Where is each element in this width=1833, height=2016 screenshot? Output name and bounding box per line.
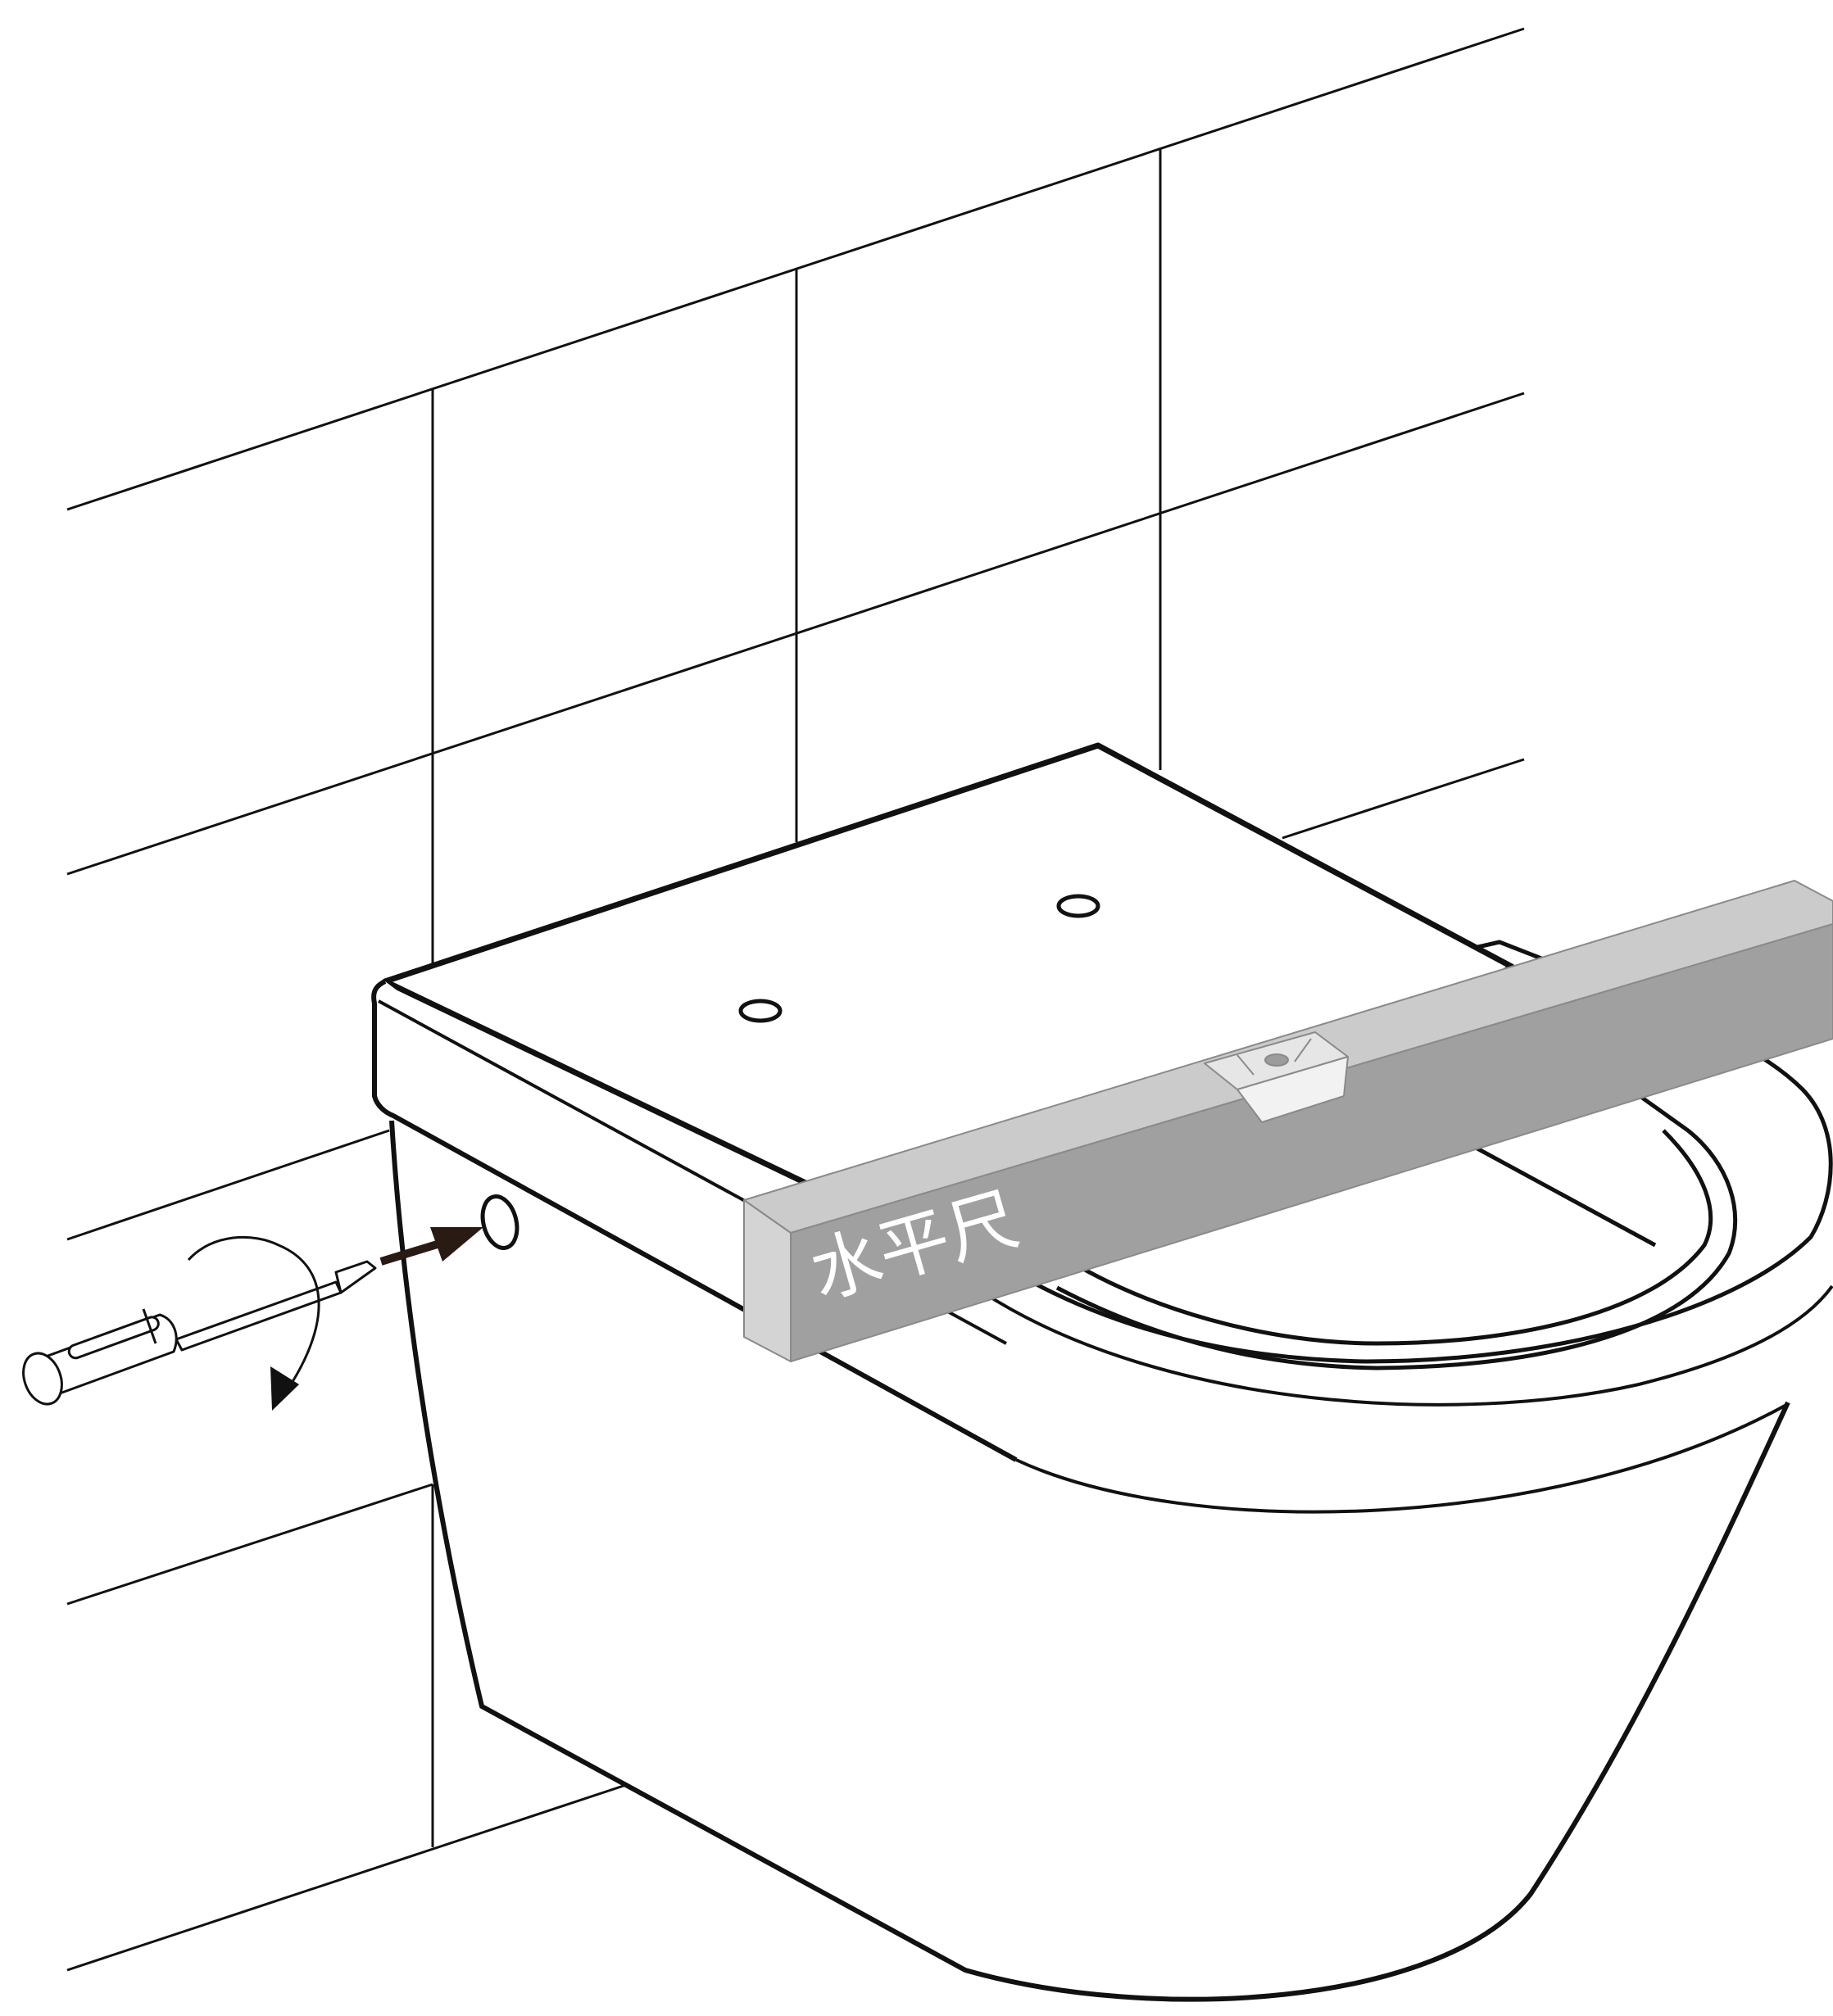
mounting-hole <box>738 999 783 1023</box>
wall-tiles <box>66 27 1525 1972</box>
mounting-hole <box>1056 894 1100 918</box>
screwdriver-icon <box>22 1260 377 1406</box>
spirit-level: 水平尺 <box>743 880 1833 1362</box>
bubble-vial <box>1204 1031 1349 1123</box>
insert-arrow-icon <box>379 1227 483 1266</box>
rotate-arrow-icon <box>187 1235 320 1411</box>
side-screw-hole <box>480 1194 520 1250</box>
